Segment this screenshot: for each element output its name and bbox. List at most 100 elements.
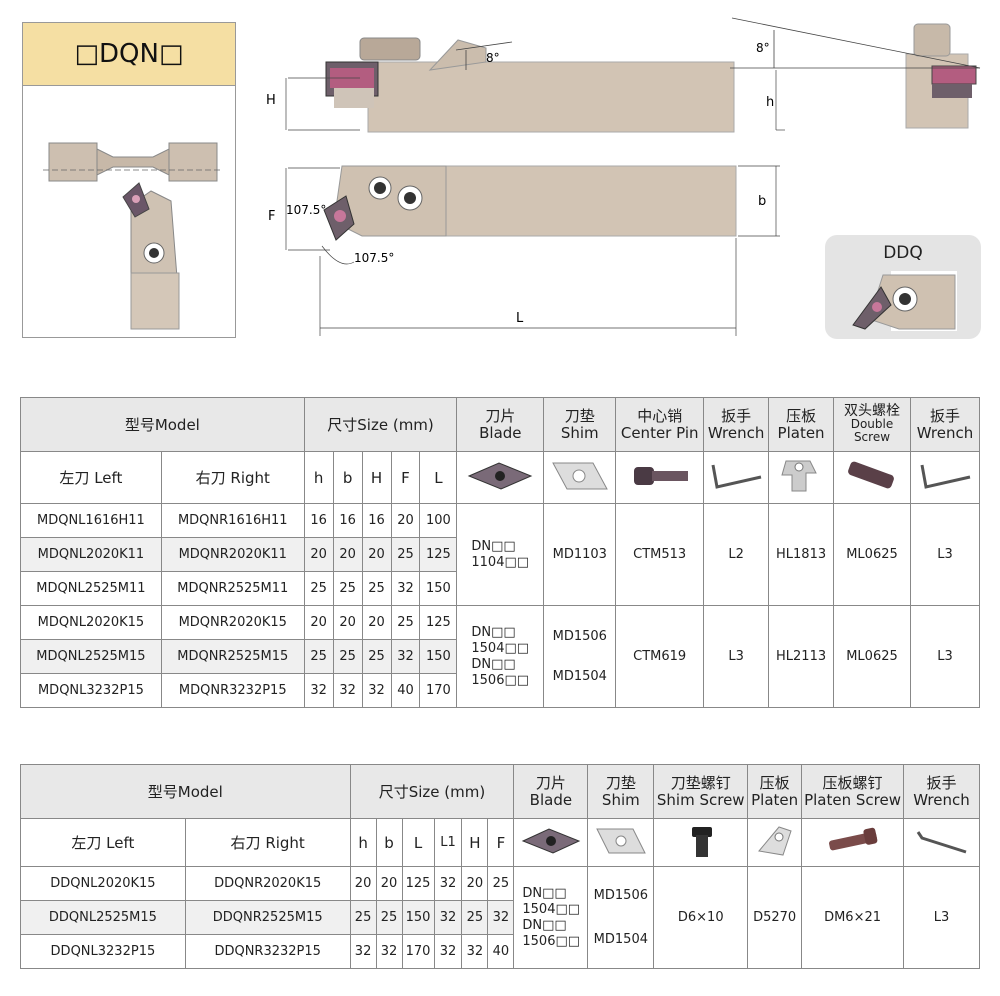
cell-center-pin: CTM619 (615, 605, 705, 708)
cell-H: 20 (361, 537, 392, 572)
cell-H: 20 (461, 866, 489, 901)
end-view (905, 23, 977, 129)
cell-b: 20 (332, 605, 363, 640)
sub-right: 右刀 Right (160, 451, 305, 504)
dim-h: h (766, 95, 774, 110)
cell-right-model: MDQNR1616H11 (160, 503, 305, 538)
wrench-icon (703, 451, 770, 504)
cell-wrench: L3 (703, 605, 770, 708)
cell-H: 32 (361, 673, 392, 708)
cell-right-model: MDQNR2020K15 (160, 605, 305, 640)
dim-F: F (268, 209, 275, 224)
table-row: DDQNL3232P15 DDQNR3232P15 32 32 170 32 3… (20, 934, 980, 969)
angle-label-side: 8° (756, 41, 770, 55)
cell-L: 170 (401, 934, 435, 969)
title-panel: □DQN□ (22, 22, 236, 338)
cell-left-model: DDQNL2525M15 (20, 900, 186, 935)
cell-H: 32 (461, 934, 489, 969)
cell-H: 25 (361, 571, 392, 606)
cell-left-model: MDQNL2525M11 (20, 571, 162, 606)
cell-b: 25 (375, 900, 403, 935)
cell-L1: 32 (433, 866, 463, 901)
cell-h: 32 (349, 934, 377, 969)
cell-blade: DN□□1504□□DN□□1506□□ (513, 866, 589, 969)
sub-F: F (390, 451, 421, 504)
shim-icon (543, 451, 617, 504)
cell-h: 25 (349, 900, 377, 935)
sub-left: 左刀 Left (20, 818, 186, 867)
cell-wrench: L3 (902, 866, 981, 969)
cell-right-model: DDQNR3232P15 (184, 934, 351, 969)
ddq-variant-box: DDQ (825, 235, 981, 339)
cell-right-model: DDQNR2020K15 (184, 866, 351, 901)
angle-label-bottom: 107.5° (354, 251, 394, 265)
cell-L: 150 (419, 639, 458, 674)
cell-shim-screw: D6×10 (653, 866, 749, 969)
cell-F: 40 (390, 673, 421, 708)
technical-drawing: 8° H 8° h F 107.5° 107.5° b L (266, 17, 981, 336)
platen-screw-icon (801, 818, 904, 867)
table-row: DDQNL2020K15 DDQNR2020K15 20 20 125 32 2… (20, 866, 981, 969)
shim-screw-icon (653, 818, 749, 867)
cell-left-model: DDQNL3232P15 (20, 934, 186, 969)
dim-H: H (266, 93, 276, 108)
cell-F: 40 (487, 934, 515, 969)
cell-h: 20 (303, 605, 334, 640)
sub-H: H (361, 451, 392, 504)
cell-right-model: MDQNR2525M11 (160, 571, 305, 606)
sub-L: L (419, 451, 458, 504)
dim-b: b (758, 194, 766, 209)
wrench-icon-2 (909, 451, 981, 504)
sub-b: b (332, 451, 363, 504)
cell-L: 150 (419, 571, 458, 606)
sub-L: L (401, 818, 435, 867)
cell-wrench-2: L3 (909, 605, 981, 708)
cell-left-model: DDQNL2020K15 (20, 866, 186, 901)
dim-L: L (516, 311, 524, 326)
table-row: MDQNL3232P15 MDQNR3232P15 32 32 32 40 17… (20, 673, 980, 708)
cell-F: 20 (390, 503, 421, 538)
cell-b: 20 (375, 866, 403, 901)
cell-h: 20 (303, 537, 334, 572)
blade-insert-icon (456, 451, 545, 504)
cell-H: 20 (361, 605, 392, 640)
sub-right: 右刀 Right (184, 818, 351, 867)
shim-icon (587, 818, 655, 867)
cell-F: 32 (390, 571, 421, 606)
cell-platen: HL1813 (768, 503, 835, 606)
cell-platen-screw: DM6×21 (801, 866, 904, 969)
cell-right-model: DDQNR2525M15 (184, 900, 351, 935)
cell-b: 32 (332, 673, 363, 708)
sub-H: H (461, 818, 489, 867)
cell-F: 25 (390, 605, 421, 640)
cell-b: 20 (332, 537, 363, 572)
sub-left: 左刀 Left (20, 451, 162, 504)
table-row: MDQNL2020K15 MDQNR2020K15 20 20 20 25 12… (20, 605, 981, 708)
cell-L: 125 (419, 605, 458, 640)
cell-left-model: MDQNL2525M15 (20, 639, 162, 674)
angle-label-left: 107.5° (286, 203, 326, 217)
cell-left-model: MDQNL2020K15 (20, 605, 162, 640)
sub-b: b (375, 818, 403, 867)
cell-left-model: MDQNL3232P15 (20, 673, 162, 708)
center-pin-icon (615, 451, 705, 504)
header-model: 型号Model (20, 397, 305, 452)
cell-L: 170 (419, 673, 458, 708)
cell-right-model: MDQNR3232P15 (160, 673, 305, 708)
cell-L: 125 (419, 537, 458, 572)
holder-top-view-thumbnail (43, 142, 223, 330)
cell-H: 25 (361, 639, 392, 674)
cell-H: 16 (361, 503, 392, 538)
cell-h: 25 (303, 639, 334, 674)
